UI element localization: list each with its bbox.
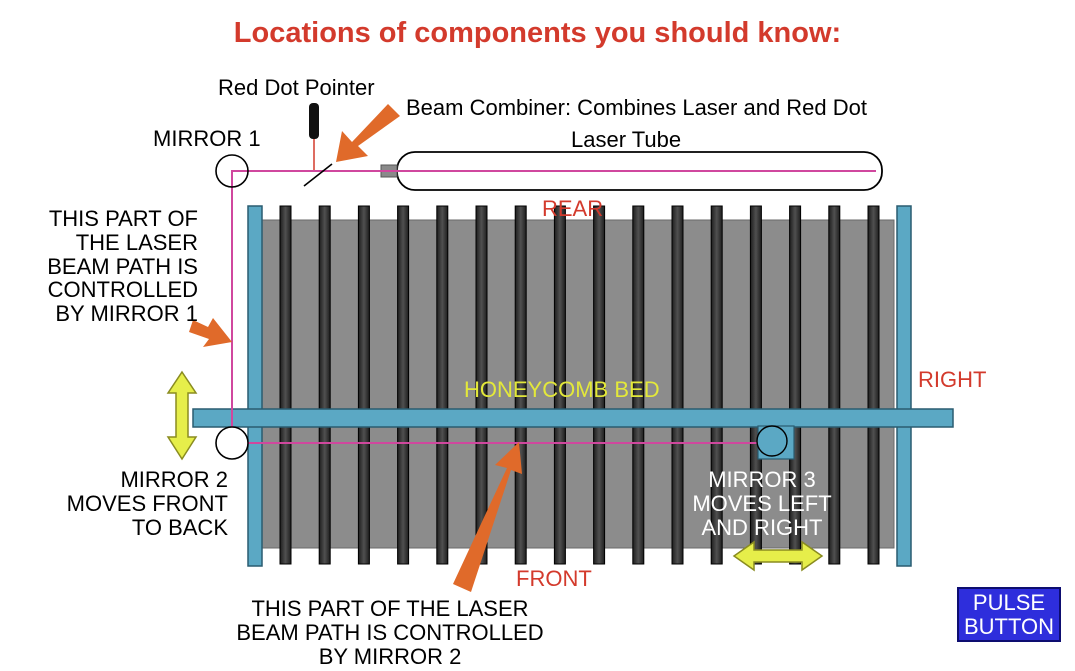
red-dot-pointer [309,103,319,139]
front-label: FRONT [516,566,592,591]
bed-slat [828,205,841,565]
bed-slat [671,205,684,565]
mirror3-motion-arrow [732,540,824,572]
mirror-2 [215,426,249,460]
bed-slat [436,205,449,565]
page-title: Locations of components you should know: [233,17,842,49]
mirror-1 [215,154,249,188]
mirror2-path-note: THIS PART OF THE LASER BEAM PATH IS CONT… [236,596,544,669]
pulse-button-line2: BUTTON [963,613,1055,639]
bed-slat [318,205,331,565]
right-rail [896,205,912,567]
mirror2-path-arrow [453,442,522,592]
bed-slat [749,205,762,565]
beam-combiner [303,163,333,187]
honeycomb-bed-label: HONEYCOMB BED [464,377,660,402]
bed-slat [553,205,566,565]
beam-combiner-arrow [336,104,400,162]
mirror1-path-note: THIS PART OF THE LASER BEAM PATH IS CONT… [47,206,198,326]
mirror-3 [756,425,788,457]
bed-slat [397,205,410,565]
red-dot-pointer-label: Red Dot Pointer [218,75,375,100]
pulse-button-line1: PULSE [972,590,1046,616]
pulse-button[interactable]: PULSE BUTTON [957,587,1061,642]
bed-slat [632,205,645,565]
mirror2-motion-arrow [166,370,198,461]
bed-slat [357,205,370,565]
laser-tube-label: Laser Tube [571,127,682,152]
bed-slat [867,205,880,565]
beam-combiner-label: Beam Combiner: Combines Laser and Red Do… [406,95,868,120]
gantry-beam [192,408,954,428]
bed-slat [514,205,527,565]
mirror-2-label: MIRROR 2 MOVES FRONT TO BACK [66,467,228,540]
rear-label: REAR [542,196,604,221]
mirror-1-label: MIRROR 1 [153,126,261,151]
bed-slat [593,205,606,565]
bed-slat [279,205,292,565]
left-rail [247,205,263,567]
laser-beam-path [231,170,876,444]
bed-slat [789,205,802,565]
mirror1-path-arrow [189,318,232,347]
bed-slat [475,205,488,565]
mirror-3-label: MIRROR 3 MOVES LEFT AND RIGHT [692,467,832,540]
bed-slat [710,205,723,565]
bed-slats [279,205,880,565]
right-label: RIGHT [918,367,987,392]
